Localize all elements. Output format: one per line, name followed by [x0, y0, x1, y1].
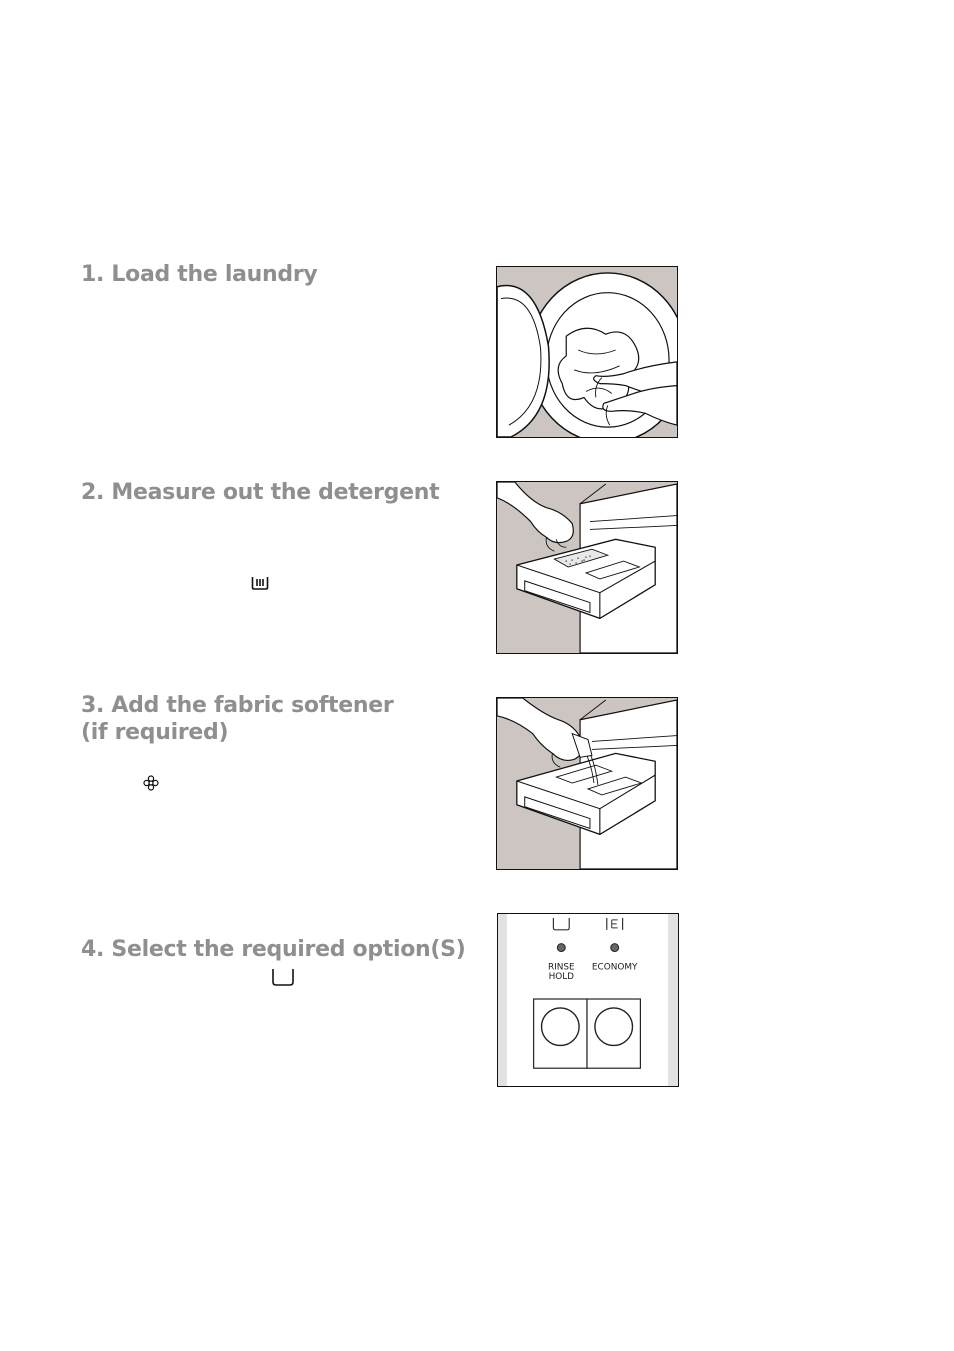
load-laundry-illustration: [496, 266, 678, 438]
economy-label: ECONOMY: [592, 962, 638, 972]
step-2-heading: 2. Measure out the detergent: [81, 480, 440, 505]
main-wash-compartment-icon: [251, 575, 269, 594]
rinse-hold-tub-icon: [271, 967, 295, 991]
step-4-heading: 4. Select the required option(S): [81, 937, 466, 962]
fabric-softener-drawer-illustration: [496, 697, 678, 870]
fabric-softener-flower-icon: [143, 775, 159, 795]
step-3-heading-line-1: 3. Add the fabric softener: [81, 693, 394, 718]
rinse-hold-label-line-2: HOLD: [549, 972, 575, 982]
rinse-hold-label-line-1: RINSE: [548, 962, 575, 972]
step-1-heading: 1. Load the laundry: [81, 262, 318, 287]
step-3-heading-line-2: (if required): [81, 720, 229, 745]
control-panel-illustration: RINSE HOLD ECONOMY: [497, 913, 679, 1087]
detergent-drawer-illustration: [496, 481, 678, 654]
